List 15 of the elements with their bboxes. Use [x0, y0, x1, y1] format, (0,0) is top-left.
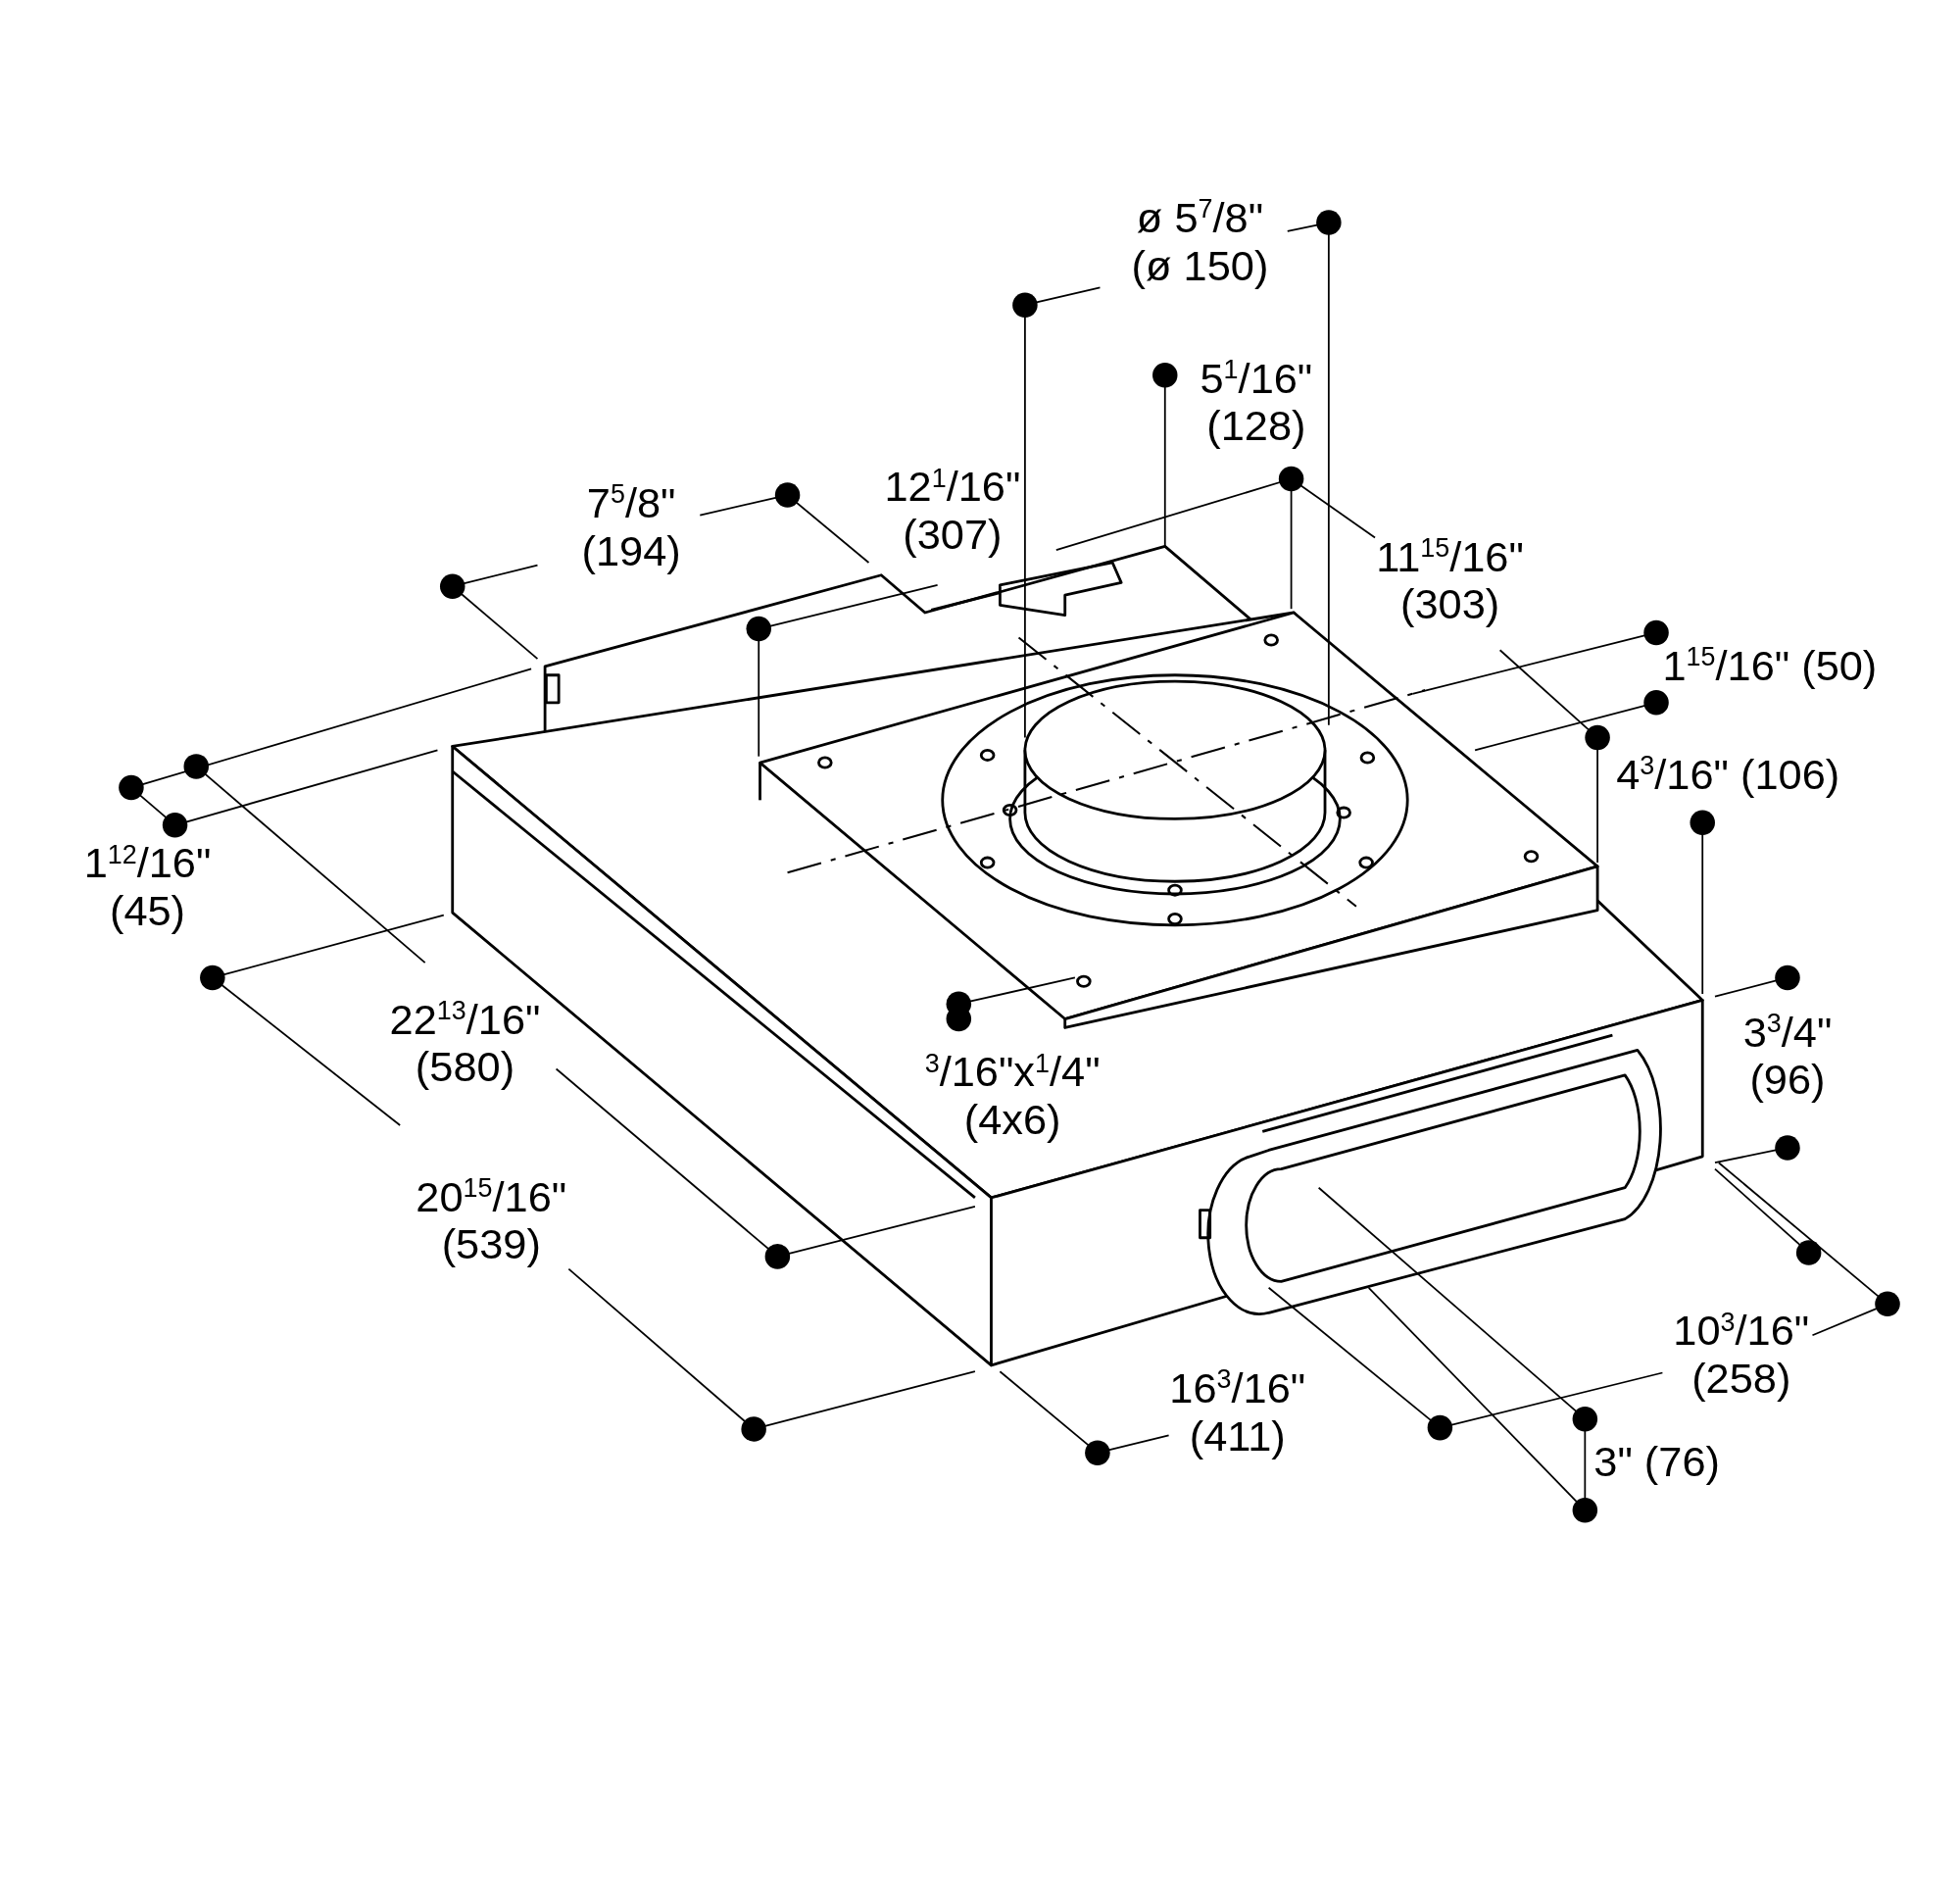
- dimension-label: $^{3}$/16"x$^{1}$/4" (4x6): [923, 1047, 1102, 1143]
- dimension-label: 1$^{12}$/16" (45): [82, 838, 213, 934]
- dimension-label: 22$^{13}$/16" (580): [388, 995, 542, 1091]
- dimension-label: 12$^{1}$/16" (307): [883, 462, 1022, 558]
- dimension-label: 10$^{3}$/16" (258): [1672, 1306, 1811, 1402]
- dimension-label: 11$^{15}$/16" (303): [1375, 532, 1525, 628]
- dimension-label: 20$^{15}$/16" (539): [415, 1172, 568, 1268]
- dimension-label: 1$^{15}$/16" (50): [1662, 641, 1878, 689]
- dimension-label: 3$^{3}$/4" (96): [1741, 1008, 1834, 1103]
- dimension-label: 3" (76): [1593, 1437, 1720, 1486]
- dimension-label: 7$^{5}$/8" (194): [580, 478, 682, 574]
- dimension-label: 16$^{3}$/16" (411): [1168, 1363, 1307, 1459]
- dimension-label: 5$^{1}$/16" (128): [1199, 353, 1314, 449]
- dimension-label: 4$^{3}$/16" (106): [1616, 750, 1840, 798]
- dimension-label: ø 5$^{7}$/8" (ø 150): [1130, 193, 1270, 289]
